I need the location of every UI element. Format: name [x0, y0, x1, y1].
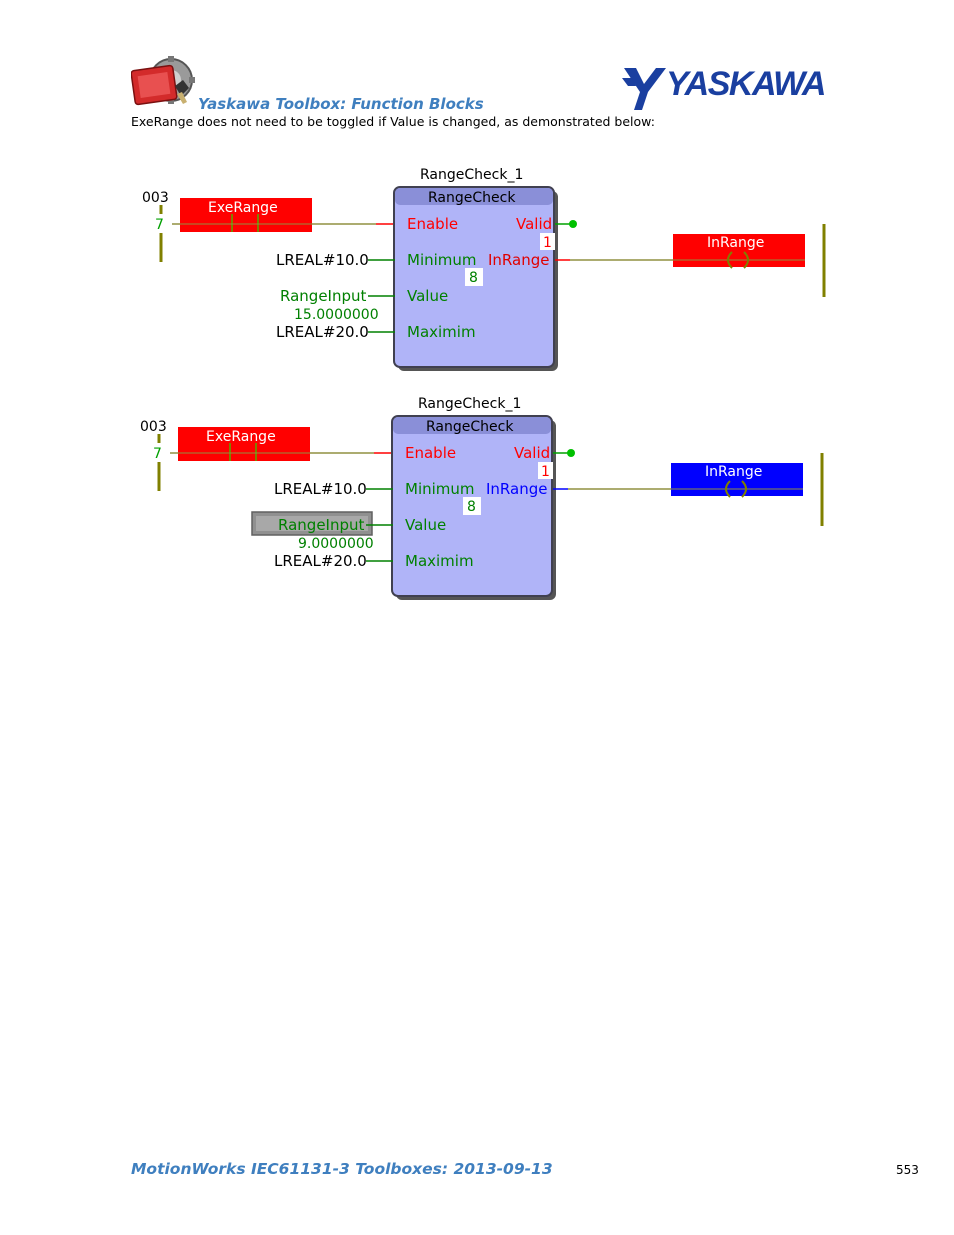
exec-order-number: 8 — [467, 499, 476, 515]
valid-value-box — [540, 233, 555, 250]
min-constant: LREAL#10.0 — [276, 251, 369, 269]
pin-inrange: InRange — [486, 480, 547, 498]
value-variable: RangeInput — [278, 516, 365, 534]
coil-label: InRange — [705, 464, 762, 480]
exec-order-number: 8 — [469, 270, 478, 286]
value-variable: RangeInput — [280, 287, 367, 305]
block-header-bar — [393, 417, 551, 434]
valid-connection-dot — [569, 220, 577, 228]
contact-exerange — [178, 427, 310, 461]
ladder-network-1: 003 7 ExeRange RangeCheck_1RangeCheckEnable… — [142, 167, 826, 371]
yaskawa-logo: YASKAWA — [622, 66, 844, 112]
pin-minimum: Minimum — [407, 251, 477, 269]
brand-wordmark: YASKAWA — [666, 65, 826, 103]
exec-order-box — [465, 268, 483, 286]
exec-order-box — [463, 497, 481, 515]
contact-label: ExeRange — [206, 429, 276, 445]
header-title: Yaskawa Toolbox: Function Blocks — [198, 95, 484, 113]
coil-left-arc — [727, 251, 733, 269]
network-number: 003 — [140, 419, 167, 435]
contact-label: ExeRange — [208, 200, 278, 216]
coil-left-arc — [725, 480, 731, 498]
network-line-number: 7 — [153, 446, 162, 462]
intro-text: ExeRange does not need to be toggled if … — [131, 114, 655, 129]
pin-valid: Valid — [514, 444, 550, 462]
pin-enable: Enable — [405, 444, 456, 462]
block-instance-name: RangeCheck_1 — [418, 396, 521, 412]
pin-maximum: Maximim — [407, 323, 476, 341]
pin-valid: Valid — [516, 215, 552, 233]
value-current: 15.0000000 — [294, 307, 379, 323]
min-constant: LREAL#10.0 — [274, 480, 367, 498]
pin-minimum: Minimum — [405, 480, 475, 498]
valid-connection-dot — [567, 449, 575, 457]
network-line-number: 7 — [155, 217, 164, 233]
pin-value: Value — [405, 516, 446, 534]
valid-value: 1 — [543, 235, 552, 251]
coil-inrange — [673, 234, 805, 267]
pin-maximum: Maximim — [405, 552, 474, 570]
block-header-bar — [395, 188, 553, 205]
pin-value: Value — [407, 287, 448, 305]
valid-value-box — [538, 462, 553, 479]
toolbox-gear-icon — [130, 56, 197, 110]
valid-value: 1 — [541, 464, 550, 480]
pin-inrange: InRange — [488, 251, 549, 269]
coil-right-arc — [743, 251, 749, 269]
ladder-diagrams: 0037ExeRangeRangeCheck_1RangeCheckEnable… — [140, 167, 826, 600]
pin-enable: Enable — [407, 215, 458, 233]
network-number: 003 — [142, 190, 169, 206]
max-constant: LREAL#20.0 — [274, 552, 367, 570]
block-type-label: RangeCheck — [428, 190, 516, 206]
value-current: 9.0000000 — [298, 536, 374, 552]
page-number: 553 — [896, 1163, 919, 1177]
contact-exerange — [180, 198, 312, 232]
value-var-highlight-inner — [256, 516, 368, 531]
block-instance-name: RangeCheck_1 — [420, 167, 523, 183]
max-constant: LREAL#20.0 — [276, 323, 369, 341]
footer-title: MotionWorks IEC61131-3 Toolboxes: 2013-0… — [131, 1160, 553, 1178]
block-type-label: RangeCheck — [426, 419, 514, 435]
coil-inrange — [671, 463, 803, 496]
coil-right-arc — [741, 480, 747, 498]
ladder-network-2: 003 7 ExeRange RangeCheck_1RangeCheckEnable… — [140, 396, 824, 600]
coil-label: InRange — [707, 235, 764, 251]
